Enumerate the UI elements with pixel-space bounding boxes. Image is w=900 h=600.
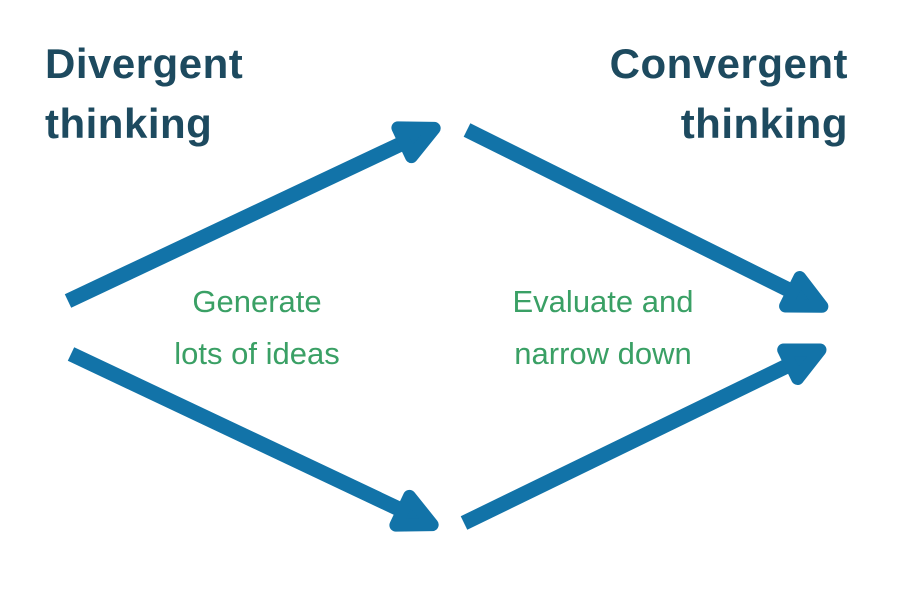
- diverge-upper-arrow-icon: [64, 121, 441, 308]
- generate-ideas-line1: Generate: [192, 284, 322, 319]
- convergent-title-line2: thinking: [680, 100, 848, 147]
- diverge-lower-arrow-icon: [67, 347, 439, 532]
- evaluate-narrow-line1: Evaluate and: [512, 284, 694, 319]
- convergent-thinking-title: Convergent thinking: [610, 34, 848, 154]
- evaluate-narrow-label: Evaluate and narrow down: [513, 276, 694, 380]
- generate-ideas-line2: lots of ideas: [174, 336, 340, 371]
- convergent-title-line1: Convergent: [609, 40, 848, 87]
- evaluate-narrow-line2: narrow down: [514, 336, 692, 371]
- divergent-title-line2: thinking: [45, 100, 213, 147]
- divergent-thinking-title: Divergent thinking: [45, 34, 243, 154]
- converge-upper-arrow-icon: [463, 123, 829, 313]
- generate-ideas-label: Generate lots of ideas: [174, 276, 339, 380]
- divergent-title-line1: Divergent: [45, 40, 244, 87]
- converge-lower-arrow-icon: [460, 343, 827, 530]
